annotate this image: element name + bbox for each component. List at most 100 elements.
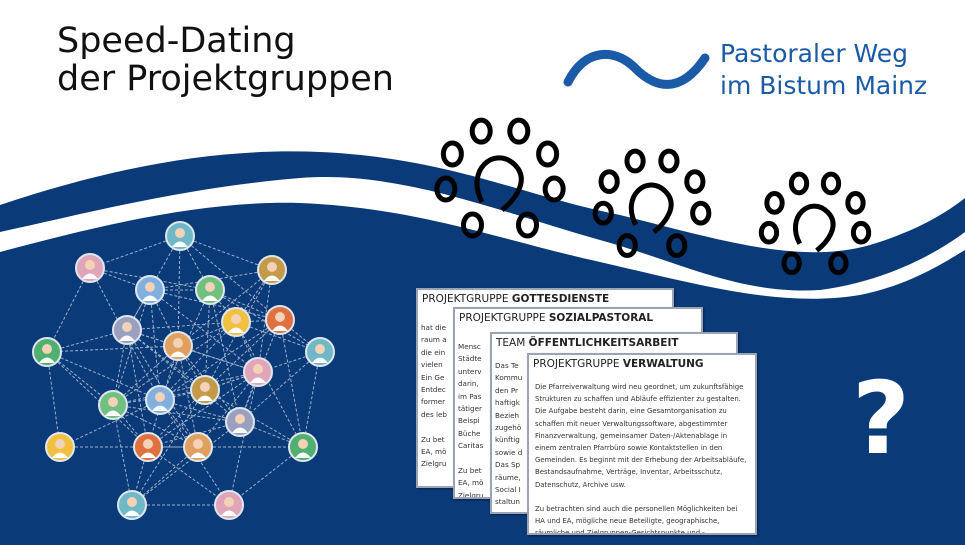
doc-heading: TEAM ÖFFENTLICHKEITSARBEIT	[496, 337, 679, 349]
logo-line-2: im Bistum Mainz	[720, 71, 928, 100]
network-link	[147, 446, 230, 506]
doc-line: künftig	[495, 435, 520, 445]
chair-icon	[690, 200, 712, 226]
network-link	[177, 345, 206, 391]
network-link	[177, 345, 199, 448]
network-link	[46, 345, 179, 353]
person-avatar-icon	[45, 432, 75, 462]
chair-icon	[616, 233, 638, 258]
doc-line: Zielgru	[421, 459, 447, 469]
doc-line: räume,	[495, 472, 521, 482]
doc-heading: PROJEKTGRUPPE VERWALTUNG	[533, 358, 704, 370]
network-link	[204, 319, 281, 391]
person-avatar-icon	[133, 432, 163, 462]
network-link	[257, 269, 273, 373]
doc-line: haftigk	[495, 398, 520, 408]
network-link	[177, 345, 241, 423]
chair-icon	[592, 200, 614, 226]
network-link	[159, 319, 281, 401]
doc-line: vielen	[421, 360, 443, 370]
network-link	[228, 371, 259, 506]
network-link	[197, 371, 259, 448]
network-link	[228, 446, 304, 506]
doc-line: Caritas	[458, 441, 484, 451]
person-avatar-icon	[265, 305, 295, 335]
chair-icon	[440, 140, 464, 168]
doc-line: former	[421, 397, 446, 407]
chair-icon	[781, 251, 802, 276]
title-line-2: der Projektgruppen	[57, 59, 394, 99]
doc-line: Kommu	[495, 373, 523, 383]
doc-line: im Pas	[458, 391, 482, 401]
network-link	[112, 289, 151, 406]
network-link	[159, 321, 237, 401]
doc-line: sowie d	[495, 447, 523, 457]
chair-icon	[758, 220, 780, 245]
doc-line: Büche	[458, 428, 481, 438]
chair-icon	[507, 117, 531, 145]
doc-line: Städte	[458, 354, 482, 364]
network-link	[126, 321, 237, 331]
network-link	[126, 235, 181, 331]
chair-icon	[434, 175, 458, 203]
doc-line: Ein Ge	[421, 372, 445, 382]
group-table-icon	[434, 117, 566, 239]
logo-line-1: Pastoraler Weg	[720, 39, 909, 68]
chair-icon	[820, 171, 842, 196]
rotation-arrow-icon	[628, 182, 674, 234]
doc-line: darin,	[458, 379, 479, 389]
network-link	[177, 235, 181, 347]
doc-line: hat die	[421, 323, 447, 332]
network-link	[149, 289, 259, 373]
person-avatar-icon	[112, 315, 142, 345]
doc-line: EA, mö	[421, 446, 447, 456]
network-link	[59, 399, 161, 448]
network-link	[204, 289, 211, 391]
slide-title: Speed-Dating der Projektgruppen	[57, 22, 394, 98]
doc-line: Mensc	[458, 342, 481, 351]
doc-line: Das Te	[495, 361, 519, 370]
doc-line: Das Sp	[495, 460, 521, 470]
doc-line: raum a	[421, 335, 447, 345]
rotation-arrow-icon	[792, 203, 836, 253]
person-avatar-icon	[243, 357, 273, 387]
network-link	[235, 321, 304, 448]
network-link	[112, 404, 241, 423]
chair-icon	[684, 169, 706, 195]
rotation-arrow-icon	[474, 155, 524, 212]
question-mark: ?	[852, 360, 911, 477]
person-avatar-icon	[257, 255, 287, 285]
network-link	[46, 351, 61, 448]
chair-icon	[598, 169, 620, 195]
network-link	[46, 351, 149, 448]
network-link	[131, 421, 241, 506]
network-link	[179, 235, 273, 271]
network-link	[131, 389, 206, 506]
person-avatar-icon	[305, 337, 335, 367]
network-link	[46, 351, 161, 401]
logo-text: Pastoraler Weg im Bistum Mainz	[720, 38, 927, 102]
doc-paragraph: Die Pfarreiverwaltung wird neu geordnet,…	[535, 383, 747, 489]
doc-line: tätiger	[458, 403, 482, 413]
person-avatar-icon	[183, 432, 213, 462]
doc-line: Bezieh	[495, 410, 520, 420]
person-avatar-icon	[214, 490, 244, 520]
group-table-icon	[592, 148, 712, 258]
doc-line: den Pr	[495, 385, 518, 395]
person-avatar-icon	[195, 275, 225, 305]
chair-icon	[516, 211, 539, 239]
chair-icon	[845, 191, 866, 215]
network-link	[46, 267, 91, 353]
person-avatar-icon	[165, 221, 195, 251]
chair-icon	[666, 233, 688, 258]
person-avatar-icon	[221, 307, 251, 337]
doc-heading: PROJEKTGRUPPE GOTTESDIENSTE	[422, 293, 610, 305]
doc-line: Entdec	[421, 384, 446, 394]
network-link	[112, 404, 199, 448]
network-link	[177, 269, 273, 347]
network-link	[126, 329, 259, 373]
person-avatar-icon	[135, 275, 165, 305]
network-link	[279, 319, 304, 448]
doc-line: die ein	[421, 347, 446, 357]
chair-icon	[536, 140, 560, 168]
